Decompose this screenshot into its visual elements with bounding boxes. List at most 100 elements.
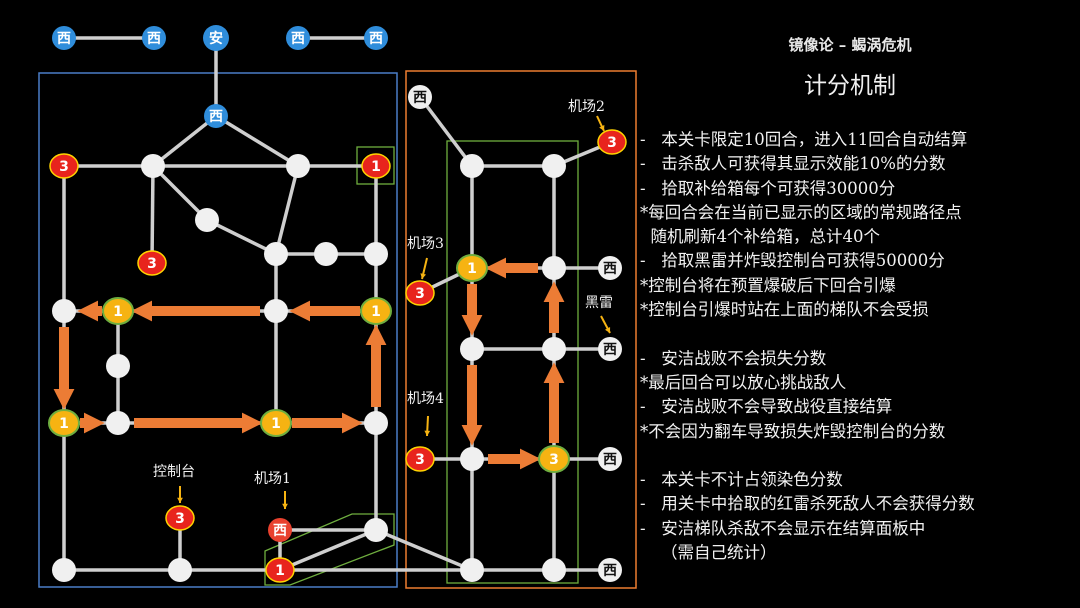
enemy-node-3[interactable]: 3 xyxy=(405,280,435,306)
node-circle xyxy=(106,354,130,378)
node-label: 1 xyxy=(371,304,381,320)
path-node[interactable] xyxy=(542,256,566,280)
path-node[interactable] xyxy=(52,558,76,582)
node-circle xyxy=(265,557,295,583)
enemy-node-3[interactable]: 3 xyxy=(405,446,435,472)
node-circle xyxy=(49,153,79,179)
supply-node-3[interactable]: 3 xyxy=(538,445,570,473)
enemy-base-icon[interactable]: 西 xyxy=(408,85,432,109)
supply-node-1[interactable]: 1 xyxy=(48,409,80,437)
path-node[interactable] xyxy=(542,154,566,178)
enemy-base-icon[interactable]: 西 xyxy=(52,26,76,50)
node-circle xyxy=(405,446,435,472)
path-node[interactable] xyxy=(106,411,130,435)
enemy-node-3[interactable]: 3 xyxy=(49,153,79,179)
enemy-base-icon[interactable]: 西 xyxy=(598,447,622,471)
airport-1-node[interactable]: 西 xyxy=(268,518,292,542)
pointer-arrow-head xyxy=(599,125,605,131)
tag-airport-2: 机场2 xyxy=(568,99,605,115)
path-node[interactable] xyxy=(195,208,219,232)
path-node[interactable] xyxy=(460,337,484,361)
node-circle xyxy=(314,242,338,266)
rule-line: 随机刷新4个补给箱，总计40个 xyxy=(640,227,880,247)
enemy-base-icon[interactable]: 西 xyxy=(598,256,622,280)
node-circle xyxy=(364,518,388,542)
path-node[interactable] xyxy=(364,518,388,542)
node-circle xyxy=(52,558,76,582)
enemy-node-1[interactable]: 1 xyxy=(265,557,295,583)
node-circle xyxy=(360,297,392,325)
node-circle xyxy=(102,297,134,325)
supply-node-1[interactable]: 1 xyxy=(260,409,292,437)
safe-node-icon[interactable]: 安 xyxy=(203,25,229,51)
node-label: 3 xyxy=(59,159,69,175)
path-node[interactable] xyxy=(264,242,288,266)
path-node[interactable] xyxy=(364,411,388,435)
rule-line: （需自己统计） xyxy=(640,543,777,563)
node-circle xyxy=(52,299,76,323)
node-label: 3 xyxy=(175,511,185,527)
node-circle xyxy=(165,505,195,531)
enemy-base-icon[interactable]: 西 xyxy=(204,104,228,128)
node-circle xyxy=(408,85,432,109)
enemy-base-icon[interactable]: 西 xyxy=(286,26,310,50)
enemy-base-icon[interactable]: 西 xyxy=(142,26,166,50)
level-subtitle: 镜像论 – 蝎涡危机 xyxy=(788,36,912,54)
enemy-base-icon[interactable]: 西 xyxy=(598,558,622,582)
node-circle xyxy=(542,154,566,178)
node-circle xyxy=(598,447,622,471)
right-zone-highlight-frame xyxy=(446,140,579,584)
rule-line: - 安洁战败不会损失分数 xyxy=(640,348,827,368)
supply-node-1[interactable]: 1 xyxy=(102,297,134,325)
node-label: 1 xyxy=(59,416,69,432)
path-node[interactable] xyxy=(460,154,484,178)
node-label: 西 xyxy=(291,31,305,47)
enemy-base-icon[interactable]: 西 xyxy=(598,337,622,361)
node-label: 西 xyxy=(603,452,617,468)
path-segment xyxy=(279,528,377,572)
path-node[interactable] xyxy=(460,447,484,471)
enemy-base-icon[interactable]: 西 xyxy=(364,26,388,50)
path-node[interactable] xyxy=(106,354,130,378)
path-node[interactable] xyxy=(364,242,388,266)
path-node[interactable] xyxy=(264,299,288,323)
path-node[interactable] xyxy=(542,337,566,361)
supply-node-1[interactable]: 1 xyxy=(360,297,392,325)
node-label: 西 xyxy=(369,31,383,47)
supply-node-1[interactable]: 1 xyxy=(456,254,488,282)
path-node[interactable] xyxy=(460,558,484,582)
node-circle xyxy=(106,411,130,435)
path-node[interactable] xyxy=(286,154,310,178)
path-node[interactable] xyxy=(168,558,192,582)
node-circle xyxy=(48,409,80,437)
node-circle xyxy=(598,558,622,582)
path-node[interactable] xyxy=(52,299,76,323)
enemy-node-3[interactable]: 3 xyxy=(137,250,167,276)
right-zone-frame xyxy=(405,70,637,589)
node-label: 西 xyxy=(603,261,617,277)
rule-line: *最后回合可以放心挑战敌人 xyxy=(640,372,847,392)
rule-line: - 本关卡限定10回合，进入11回合自动结算 xyxy=(640,130,968,149)
airport-1-highlight-frame xyxy=(264,513,395,586)
node-label: 1 xyxy=(467,261,477,277)
path-segment xyxy=(151,114,218,168)
node-circle xyxy=(542,256,566,280)
enemy-node-3[interactable]: 3 xyxy=(165,505,195,531)
node-circle xyxy=(195,208,219,232)
path-node[interactable] xyxy=(542,558,566,582)
rule-line: - 拾取补给箱每个可获得30000分 xyxy=(640,178,896,198)
rule-line: - 安洁战败不会导致战役直接结算 xyxy=(640,397,893,417)
enemy-node-3[interactable]: 3 xyxy=(597,129,627,155)
node-label: 3 xyxy=(549,452,559,468)
node-label: 西 xyxy=(273,523,287,539)
node-label: 3 xyxy=(415,286,425,302)
node-label: 3 xyxy=(147,256,157,272)
node-circle xyxy=(598,256,622,280)
path-node[interactable] xyxy=(141,154,165,178)
enemy-node-1[interactable]: 1 xyxy=(361,153,391,179)
path-node[interactable] xyxy=(314,242,338,266)
node-circle xyxy=(460,337,484,361)
pointer-arrow-head xyxy=(424,430,431,436)
path-segment xyxy=(375,528,473,572)
